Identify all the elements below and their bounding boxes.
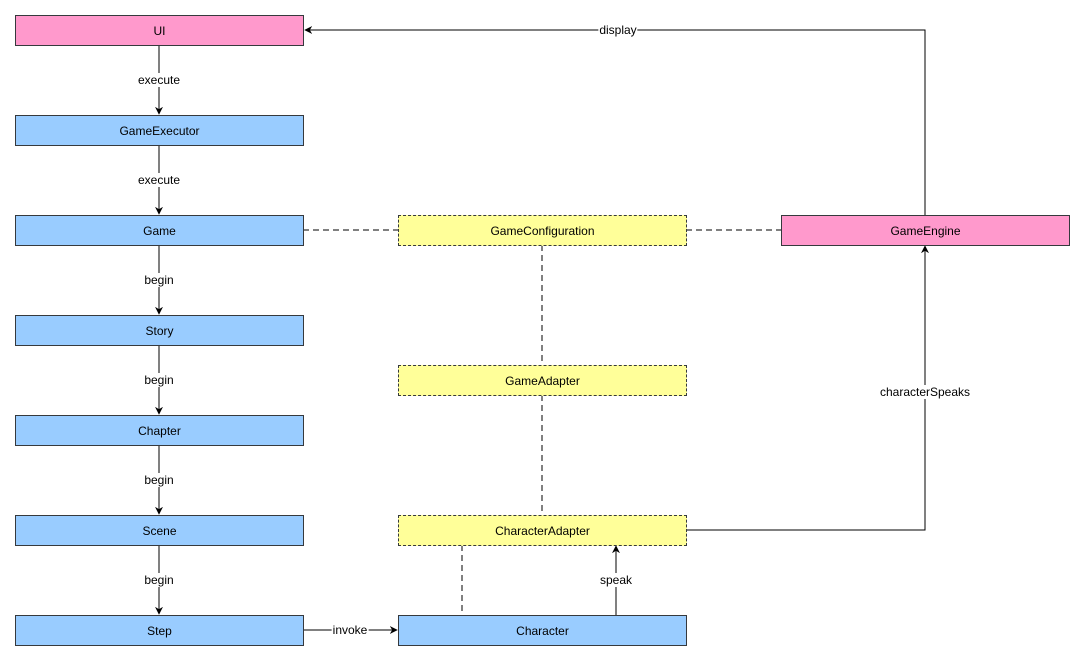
edge-label-begin-1: begin bbox=[143, 273, 175, 287]
edge-label-execute-1: execute bbox=[136, 73, 182, 87]
edge-label-begin-4: begin bbox=[143, 573, 175, 587]
edge-label-speak: speak bbox=[598, 573, 634, 587]
edge-label-character-speaks: characterSpeaks bbox=[878, 385, 972, 399]
node-game-adapter: GameAdapter bbox=[398, 365, 687, 396]
node-step: Step bbox=[15, 615, 304, 646]
node-game: Game bbox=[15, 215, 304, 246]
node-game-configuration: GameConfiguration bbox=[398, 215, 687, 246]
edge-engine-ui bbox=[304, 26, 926, 215]
edge-label-display: display bbox=[598, 23, 638, 37]
edge-label-invoke: invoke bbox=[331, 623, 369, 637]
node-chapter: Chapter bbox=[15, 415, 304, 446]
edge-adapter-engine bbox=[686, 245, 929, 531]
node-game-executor: GameExecutor bbox=[15, 115, 304, 146]
edge-label-execute-2: execute bbox=[136, 173, 182, 187]
edge-label-begin-2: begin bbox=[143, 373, 175, 387]
node-character: Character bbox=[398, 615, 687, 646]
node-ui: UI bbox=[15, 15, 304, 46]
node-game-engine: GameEngine bbox=[781, 215, 1070, 246]
edge-label-begin-3: begin bbox=[143, 473, 175, 487]
node-scene: Scene bbox=[15, 515, 304, 546]
node-story: Story bbox=[15, 315, 304, 346]
node-character-adapter: CharacterAdapter bbox=[398, 515, 687, 546]
